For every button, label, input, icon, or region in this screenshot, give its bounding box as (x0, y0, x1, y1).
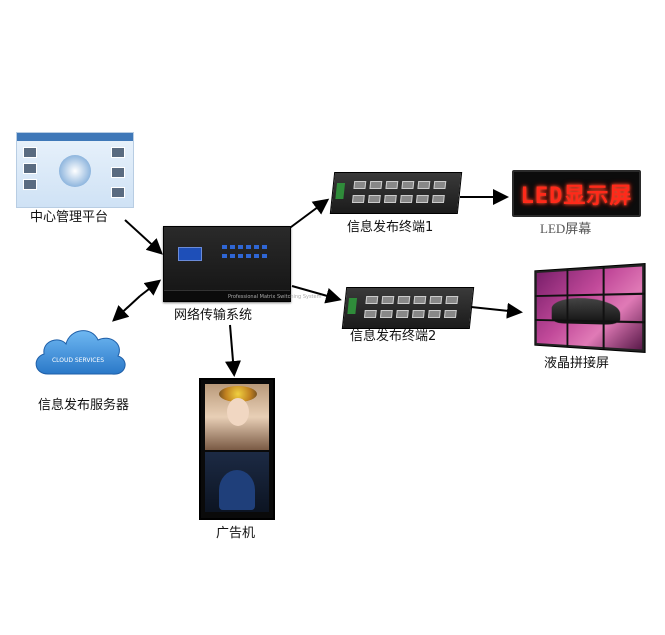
cloud-server-icon: CLOUD SERVICES (30, 318, 130, 380)
terminal1-label: 信息发布终端1 (347, 220, 434, 235)
management-platform-image (16, 132, 134, 208)
led-sign-text: LED显示屏 (520, 183, 633, 209)
terminal2-label: 信息发布终端2 (350, 329, 437, 344)
terminal1-device (329, 172, 463, 214)
ad-kiosk-image (199, 378, 275, 520)
cloud-shape: CLOUD SERVICES (35, 330, 126, 375)
led-sign-image: LED显示屏 (512, 170, 641, 217)
arrow-cloud-to-network-end (139, 279, 162, 297)
kiosk-label: 广告机 (216, 526, 256, 541)
arrow-platform-to-network (124, 219, 163, 255)
network-label: 网络传输系统 (174, 308, 253, 323)
arrow-network-to-cloud-end (112, 295, 141, 322)
platform-label: 中心管理平台 (30, 210, 109, 225)
arrow-network-to-kiosk (225, 324, 241, 377)
network-switch-device: Professional Matrix Switching System (163, 226, 321, 302)
video-wall-image (534, 262, 646, 354)
arrow-network-to-terminal1 (286, 198, 330, 231)
videowall-label: 液晶拼接屏 (544, 356, 610, 371)
led-label: LED屏幕 (540, 221, 592, 236)
arrow-network-to-terminal2 (291, 285, 342, 304)
device-caption: Professional Matrix Switching System (228, 294, 322, 300)
terminal2-device (341, 287, 475, 329)
cloud-label: 信息发布服务器 (38, 398, 130, 413)
cloud-text: CLOUD SERVICES (52, 357, 104, 364)
arrow-terminal2-to-videowall (470, 302, 523, 319)
